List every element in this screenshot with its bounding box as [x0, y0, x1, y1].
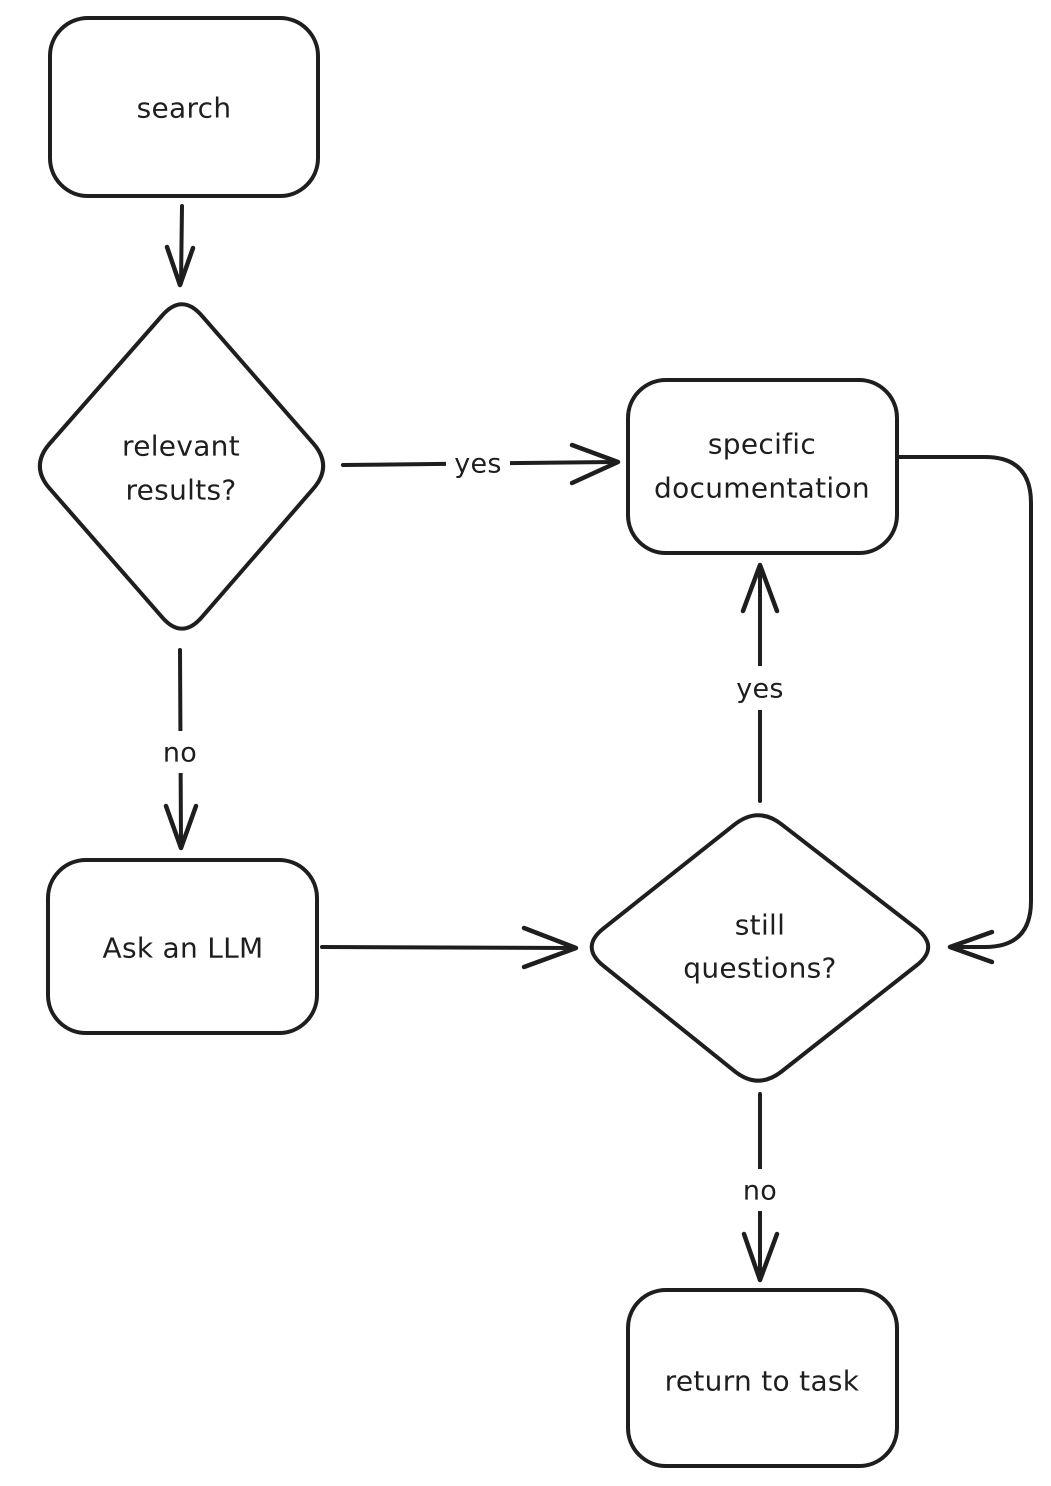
decision-relevant-results-label-line1: relevant: [122, 430, 240, 463]
node-specific-documentation: specific documentation: [626, 378, 899, 555]
decision-still-questions-label-line1: still: [735, 909, 785, 942]
edge-label-no-left: no: [154, 731, 206, 773]
node-ask-an-llm: Ask an LLM: [46, 858, 319, 1035]
nodes-layer: search relevant results? specific docume…: [37, 16, 931, 1468]
edge-label-no-bottom: no: [734, 1169, 786, 1211]
decision-still-questions: still questions?: [589, 813, 931, 1083]
node-ask-an-llm-label: Ask an LLM: [102, 932, 263, 965]
edge-ask-an-llm-to-still-questions: [320, 925, 579, 970]
edge-labels-layer: yes no yes no: [154, 441, 792, 1211]
node-return-to-task-label: return to task: [665, 1365, 860, 1398]
svg-text:no: no: [163, 738, 197, 769]
edge-specific-documentation-to-still-questions: [895, 455, 1033, 965]
decision-still-questions-label-line2: questions?: [683, 952, 836, 985]
decision-relevant-results-label-line2: results?: [125, 474, 236, 507]
node-search-label: search: [137, 92, 232, 125]
node-specific-documentation-label-line1: specific: [708, 428, 816, 461]
node-search: search: [48, 16, 320, 198]
decision-relevant-results: relevant results?: [37, 302, 326, 631]
svg-text:yes: yes: [454, 449, 502, 480]
edge-label-yes-horizontal: yes: [446, 441, 510, 485]
node-return-to-task: return to task: [626, 1288, 899, 1468]
svg-text:yes: yes: [736, 674, 784, 705]
node-specific-documentation-label-line2: documentation: [654, 472, 870, 505]
svg-text:no: no: [743, 1176, 777, 1207]
edge-label-yes-vertical: yes: [728, 666, 792, 710]
edges-layer: [163, 204, 1033, 1283]
edge-search-to-relevant-results: [164, 204, 196, 288]
